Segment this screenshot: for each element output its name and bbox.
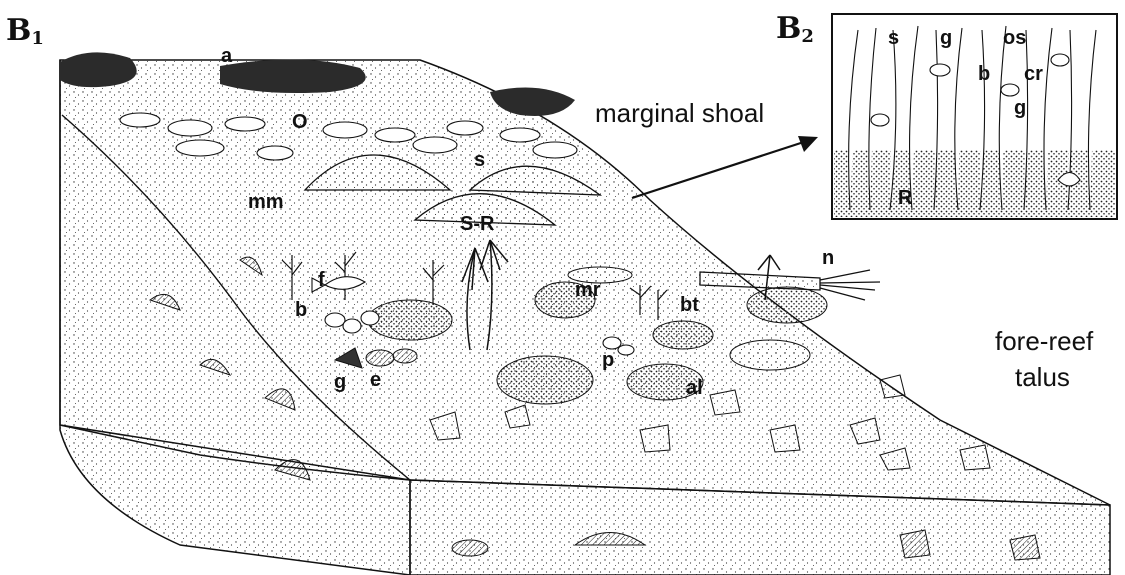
label-s: s [474,150,485,170]
algal-mat-left [60,52,137,87]
caption-fore-reef: fore-reef [995,328,1093,354]
reef-patch-1 [368,300,452,340]
label-g: g [334,372,346,392]
panel-label-b1: B1 [6,16,44,48]
inset-label-g-mid: g [1014,98,1026,118]
caption-talus: talus [1015,364,1070,390]
reef-patch-2 [497,356,593,404]
talus-patch [730,340,810,370]
label-p: p [602,350,614,370]
reef-patch-5 [747,287,827,323]
label-b: b [295,300,307,320]
callout-arrowhead [798,136,818,152]
label-sr: S-R [460,214,494,234]
reef-patch-4 [653,321,713,349]
inset-label-r: R [898,188,912,208]
label-n: n [822,248,834,268]
label-f: f [318,270,325,290]
caption-marginal-shoal: marginal shoal [595,100,764,126]
inset-label-s: s [888,28,899,48]
label-a: a [221,46,232,66]
inset-label-os: os [1003,28,1026,48]
panel-label-b2: B2 [776,14,814,46]
algal-mat-center [220,59,366,93]
label-al: al [686,378,703,398]
inset-label-g-top: g [940,28,952,48]
label-bt: bt [680,295,699,315]
label-mr: mr [575,280,601,300]
inset-label-cr: cr [1024,64,1043,84]
label-e: e [370,370,381,390]
inset-label-b: b [978,64,990,84]
label-mm: mm [248,192,284,212]
callout-arrow [632,140,810,198]
label-o: O [292,112,308,132]
